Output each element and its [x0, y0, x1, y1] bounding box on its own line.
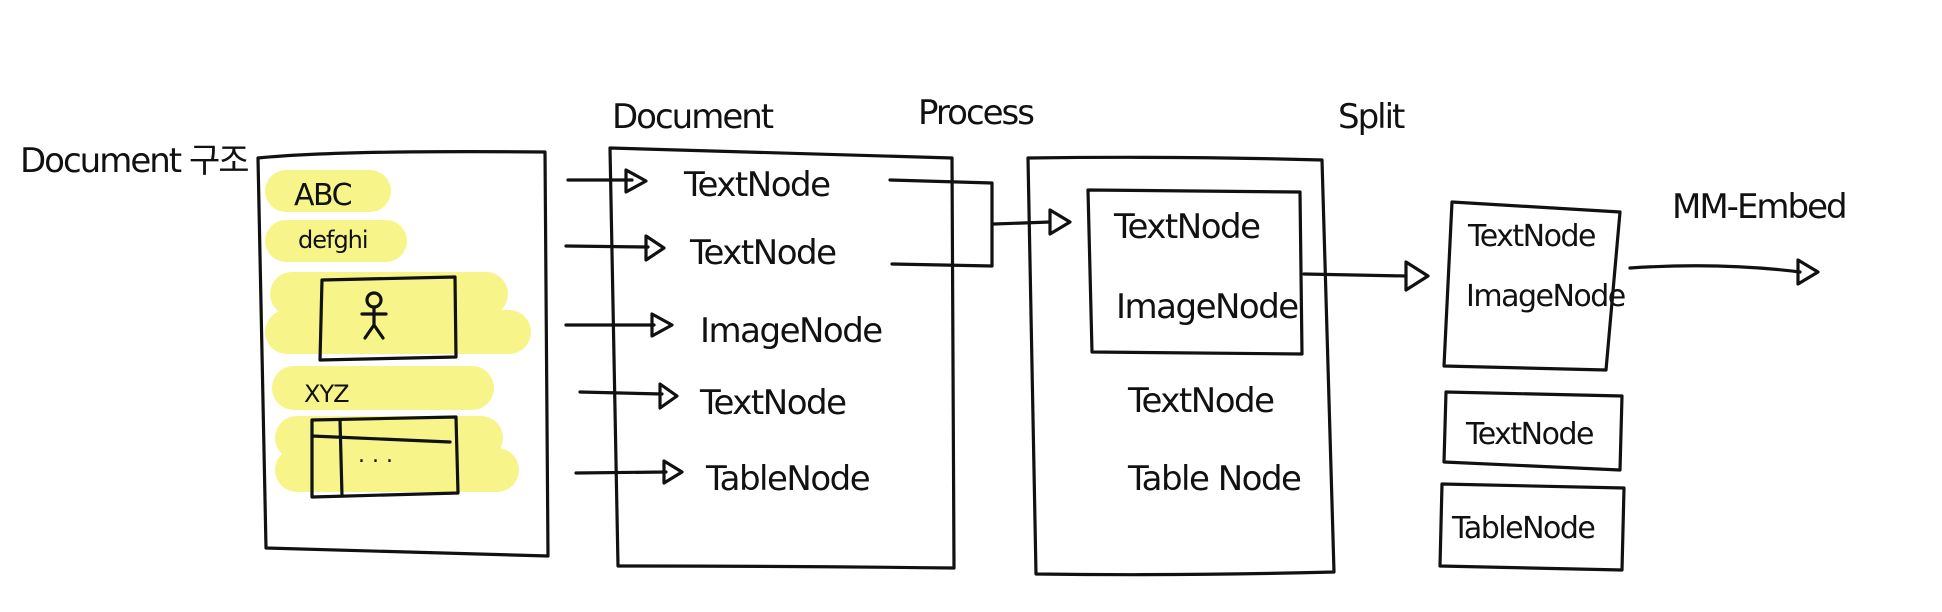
bracket-arrow-head	[1048, 208, 1072, 236]
arrow-5-shaft	[574, 470, 668, 475]
source-table-frame	[310, 415, 460, 499]
arrow-1-head	[624, 168, 648, 194]
arrow-process-to-split	[1302, 260, 1430, 292]
arrow-4-head	[658, 382, 679, 410]
bracket	[888, 178, 994, 268]
document-frame	[608, 146, 956, 570]
arrow-2-head	[644, 234, 666, 262]
process-group-node-1: TextNode	[1113, 207, 1260, 247]
source-document: ABC defghi XYZ . . .	[256, 150, 550, 558]
split-single-node-2: TableNode	[1451, 511, 1594, 546]
title-document-structure: Document 구조	[20, 141, 248, 181]
highlight-image-top	[270, 272, 508, 316]
embed-arrow-head	[1796, 258, 1820, 286]
source-text-xyz: XYZ	[304, 380, 349, 408]
source-text-abc: ABC	[294, 178, 352, 213]
document-node-4: TextNode	[699, 383, 846, 423]
split-single-node-1: TextNode	[1465, 417, 1593, 452]
arrows-source-to-document	[564, 168, 684, 485]
bracket-arrow-shaft	[992, 220, 1052, 226]
source-table-gridlines	[310, 418, 452, 498]
split-single-frame-2	[1438, 482, 1626, 572]
title-mm-embed: MM-Embed	[1672, 187, 1846, 227]
split-arrow-head	[1404, 260, 1430, 292]
title-document: Document	[612, 97, 774, 137]
document-node-5: TableNode	[705, 459, 870, 499]
split-boxes: TextNode ImageNode TextNode TableNode	[1438, 200, 1626, 572]
split-single-frame-1	[1442, 390, 1624, 472]
highlight-abc	[265, 170, 391, 212]
process-group-node-2: ImageNode	[1116, 287, 1298, 327]
arrow-document-to-process	[888, 178, 1072, 268]
person-icon	[360, 291, 388, 340]
split-group-node-2: ImageNode	[1466, 279, 1625, 314]
arrow-2-shaft	[564, 244, 650, 249]
split-group-node-1: TextNode	[1467, 219, 1595, 254]
highlight-defghi	[265, 220, 407, 262]
highlight-image-bottom	[265, 310, 531, 354]
process-frame	[1026, 155, 1336, 577]
arrow-5-head	[662, 459, 684, 485]
process-node-3: TextNode	[1127, 381, 1274, 421]
arrow-4-shaft	[578, 390, 664, 396]
title-split: Split	[1338, 97, 1405, 137]
source-table-dots: . . .	[358, 443, 393, 468]
arrow-3-head	[650, 312, 674, 338]
source-image-frame	[318, 275, 458, 362]
split-group-frame	[1442, 200, 1622, 372]
document-node-3: ImageNode	[700, 311, 882, 351]
source-document-frame	[256, 150, 550, 558]
document-box: TextNode TextNode ImageNode TextNode Tab…	[608, 146, 956, 570]
split-arrow-shaft	[1302, 272, 1408, 278]
highlight-xyz	[272, 366, 494, 410]
process-node-4: Table Node	[1127, 459, 1301, 499]
arrow-split-to-embed	[1628, 258, 1820, 286]
document-node-2: TextNode	[689, 233, 836, 273]
embed-arrow-shaft	[1628, 264, 1802, 274]
process-box: TextNode ImageNode TextNode Table Node	[1026, 155, 1336, 577]
document-node-1: TextNode	[683, 165, 830, 205]
process-group-frame	[1086, 188, 1304, 356]
title-process: Process	[918, 93, 1034, 133]
source-text-defghi: defghi	[298, 226, 368, 254]
